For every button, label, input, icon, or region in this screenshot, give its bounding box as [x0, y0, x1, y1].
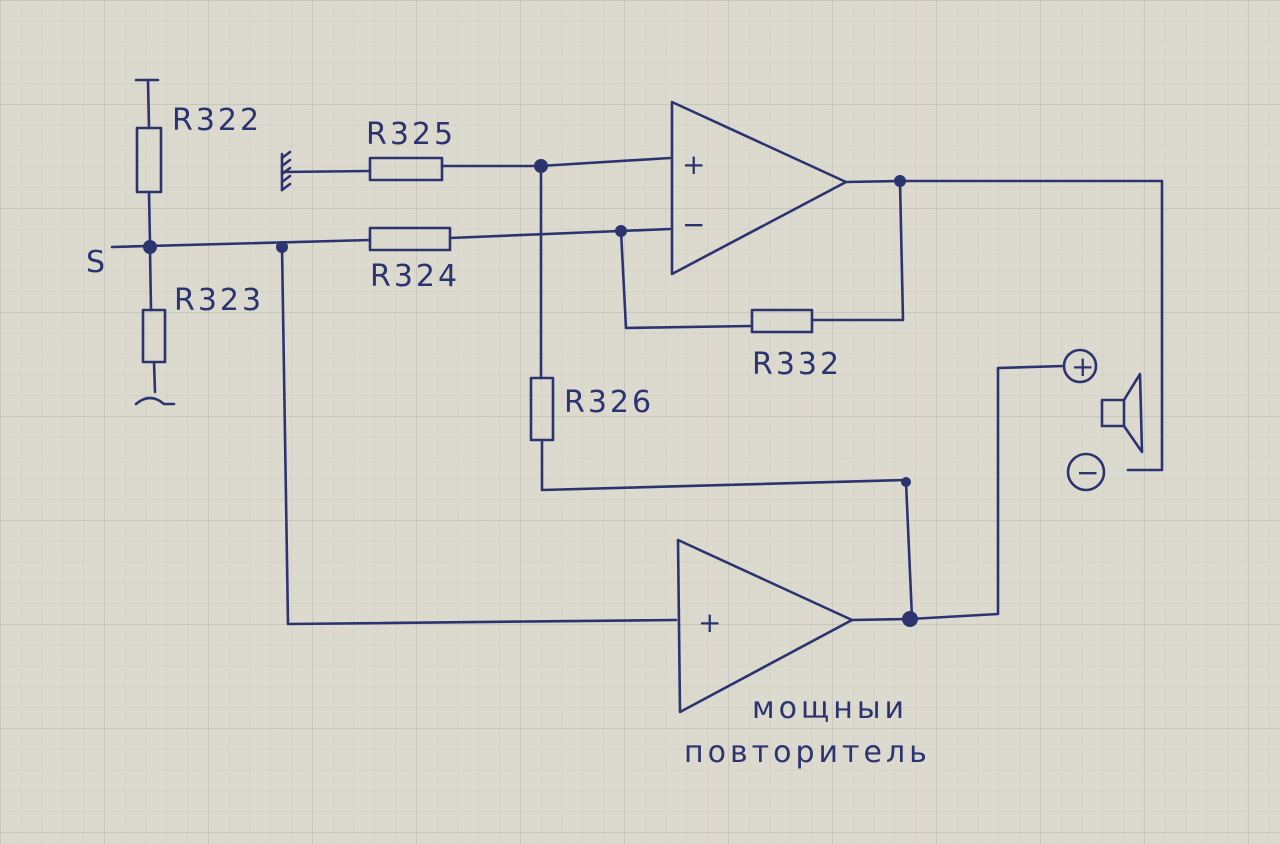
follower-buffer [676, 538, 854, 714]
r332-label: R332 [752, 347, 842, 382]
speaker-minus-terminal [1066, 452, 1106, 492]
opamp-top-plus: + [682, 148, 705, 181]
r323-label: R323 [174, 283, 264, 318]
r325-label: R325 [366, 117, 456, 152]
speaker-plus-sign: + [1071, 350, 1094, 383]
r326-label: R326 [564, 385, 654, 420]
r322-label: R322 [172, 103, 262, 138]
speaker-icon [1100, 372, 1144, 454]
follower-input-wire [280, 245, 678, 626]
opamp-top [670, 100, 848, 276]
junction-follower-output [902, 611, 918, 627]
opamp-top-output-wire [844, 179, 1164, 472]
input-mark: S [86, 245, 109, 280]
speaker-plus-terminal [1062, 348, 1098, 384]
feedback-wire [810, 179, 905, 322]
r323-resistor [134, 248, 176, 406]
opamp-top-minus: − [682, 208, 705, 241]
r322-resistor [134, 78, 163, 246]
r326-resistor [529, 164, 908, 492]
r332-resistor [619, 229, 814, 334]
caption-line2: повторитель [684, 735, 931, 770]
junction-divider [143, 240, 157, 254]
speaker-minus-sign: − [1076, 456, 1099, 489]
caption-line1: мощныи [752, 691, 908, 726]
r326-to-output-wire [904, 480, 914, 620]
r324-label: R324 [370, 259, 460, 294]
follower-plus: + [698, 606, 721, 639]
r325-resistor [280, 156, 672, 182]
follower-output-wire [850, 364, 1066, 622]
